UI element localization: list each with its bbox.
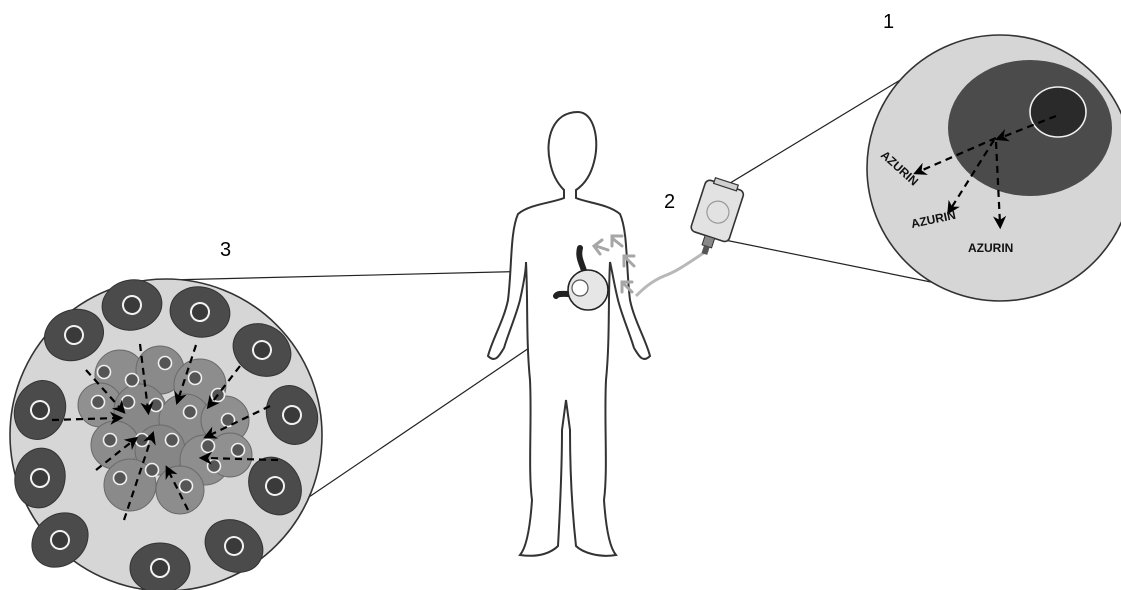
tumor-nucleus	[232, 444, 245, 457]
tumor-nucleus	[159, 357, 172, 370]
iv-tubing	[636, 250, 708, 296]
tumor-nucleus	[136, 434, 149, 447]
tumor-nucleus	[202, 440, 215, 453]
azurin-label-right: AZURIN	[968, 241, 1013, 255]
tumor-nucleus	[166, 434, 179, 447]
tumor-nucleus	[146, 464, 159, 477]
normal-cell	[130, 543, 190, 590]
label-1: 1	[883, 11, 894, 33]
tumor-nucleus	[92, 396, 105, 409]
bacterial-nucleoid	[1030, 87, 1086, 137]
tumor-nucleus	[180, 480, 193, 493]
tumor-nucleus	[104, 434, 117, 447]
tumor-nucleus	[189, 372, 202, 385]
tumor-nucleus	[122, 396, 135, 409]
label-2: 2	[664, 191, 675, 213]
human-body-outline	[488, 112, 650, 556]
label-3: 3	[220, 239, 231, 261]
tumor-nucleus	[98, 366, 111, 379]
tumor-nucleus	[150, 399, 163, 412]
tumor-nucleus	[126, 374, 139, 387]
tumor-nucleus	[184, 406, 197, 419]
tumor-nucleus	[208, 460, 221, 473]
inset-3-tumor-tissue	[6, 275, 326, 590]
tumor-nucleus	[114, 472, 127, 485]
iv-bag-icon	[684, 175, 746, 260]
inset-1-bacterium: AZURIN AZURIN AZURIN	[867, 35, 1121, 301]
